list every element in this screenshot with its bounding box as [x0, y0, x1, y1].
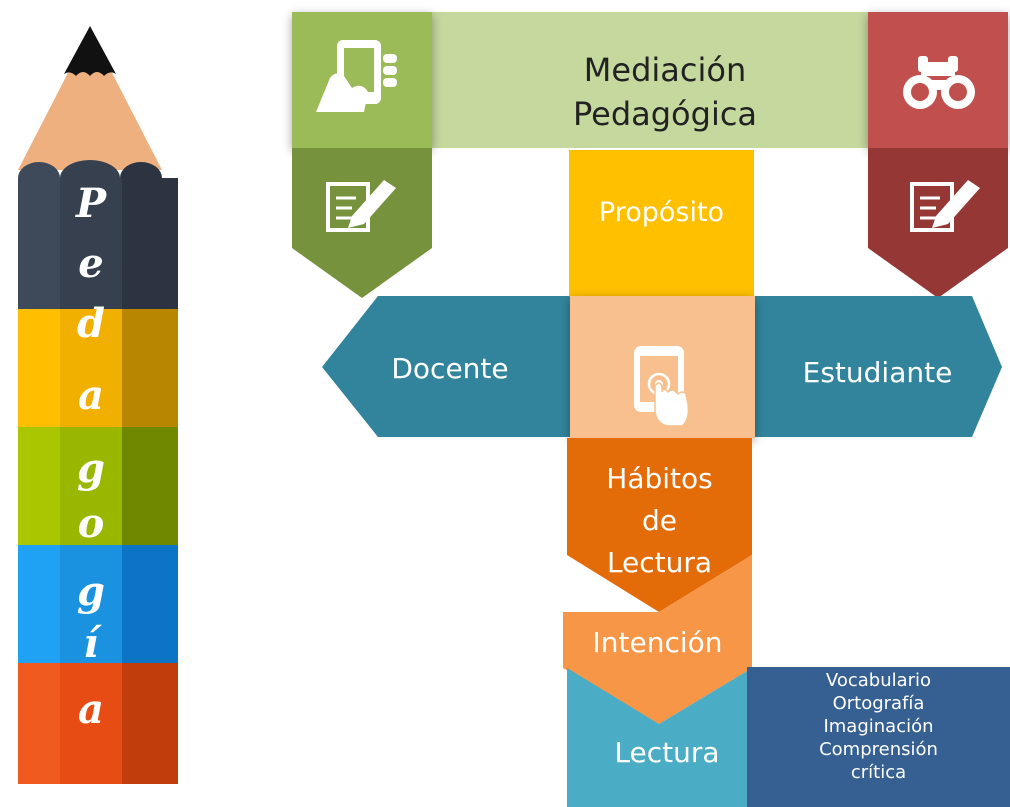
pencil-letter: e	[78, 240, 104, 287]
habitos-label: Hábitos de Lectura	[567, 458, 752, 584]
title-line-2: Pedagógica	[572, 95, 758, 133]
skill-item: crítica	[850, 762, 907, 783]
docente-arrow	[322, 296, 570, 437]
pencil-letter: g	[77, 445, 105, 492]
pencil-letter: g	[77, 568, 105, 615]
title-line-1: Mediación	[583, 51, 747, 89]
estudiante-label: Estudiante	[802, 355, 953, 389]
pencil-letter: a	[78, 686, 104, 733]
pencil-letter: o	[77, 500, 105, 547]
habitos-line-3: Lectura	[606, 546, 713, 579]
diagram-title: Mediación Pedagógica	[520, 48, 810, 136]
intencion-chevron	[563, 555, 752, 724]
docente-label: Docente	[391, 351, 509, 385]
skill-item: Vocabulario	[825, 670, 932, 691]
lectura-label: Lectura	[614, 735, 720, 769]
habitos-chevron	[567, 438, 752, 612]
pencil-letter: d	[77, 300, 105, 347]
intencion-label: Intención	[592, 625, 723, 659]
habitos-line-2: de	[642, 504, 677, 537]
skills-list: Vocabulario Ortografía Imaginación Compr…	[747, 669, 1010, 784]
proposito-label: Propósito	[598, 196, 725, 228]
skill-item: Ortografía	[832, 693, 925, 714]
skill-item: Imaginación	[823, 716, 934, 737]
skills-box	[747, 667, 1010, 807]
pencil-letter: a	[78, 372, 104, 419]
pencil-wood	[18, 30, 162, 170]
header-banner	[432, 12, 868, 148]
pencil-letter: P	[75, 180, 107, 227]
lectura-block	[567, 668, 752, 807]
pencil-lead	[64, 26, 116, 76]
estudiante-arrow	[755, 296, 1002, 437]
skill-item: Comprensión	[819, 739, 938, 760]
habitos-line-1: Hábitos	[606, 462, 713, 495]
pencil-letter: í	[83, 620, 99, 667]
